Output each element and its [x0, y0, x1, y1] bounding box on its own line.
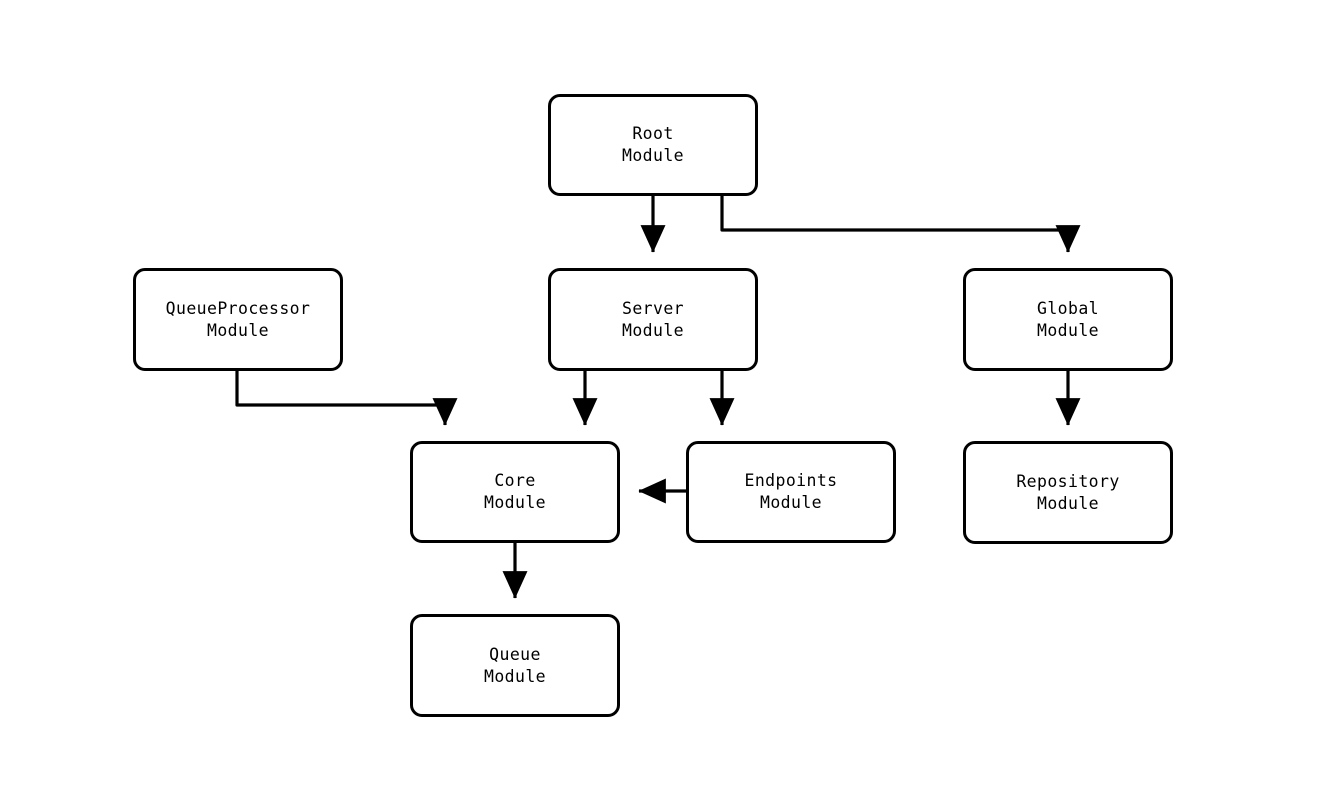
node-repository-module[interactable]: Repository Module [963, 441, 1173, 544]
node-global-module-label: Global Module [1036, 298, 1099, 340]
node-root-module-label: Root Module [621, 124, 684, 165]
node-queueprocessor-module[interactable]: QueueProcessor Module [133, 268, 343, 371]
edge-queueprocessor-to-core [235, 371, 458, 426]
node-endpoints-module[interactable]: Endpoints Module [686, 441, 896, 543]
node-queue-module-label: Queue Module [483, 644, 546, 686]
node-core-module-label: Core Module [483, 471, 546, 512]
node-global-module[interactable]: Global Module [963, 268, 1173, 371]
node-server-module-label: Server Module [621, 298, 684, 340]
node-queue-module[interactable]: Queue Module [410, 614, 620, 717]
edge-root-to-global [720, 196, 1081, 253]
node-repository-module-label: Repository Module [1016, 471, 1120, 513]
node-root-module[interactable]: Root Module [548, 94, 758, 196]
node-server-module[interactable]: Server Module [548, 268, 758, 371]
node-queueprocessor-module-label: QueueProcessor Module [165, 298, 311, 340]
node-endpoints-module-label: Endpoints Module [744, 471, 838, 512]
node-core-module[interactable]: Core Module [410, 441, 620, 543]
